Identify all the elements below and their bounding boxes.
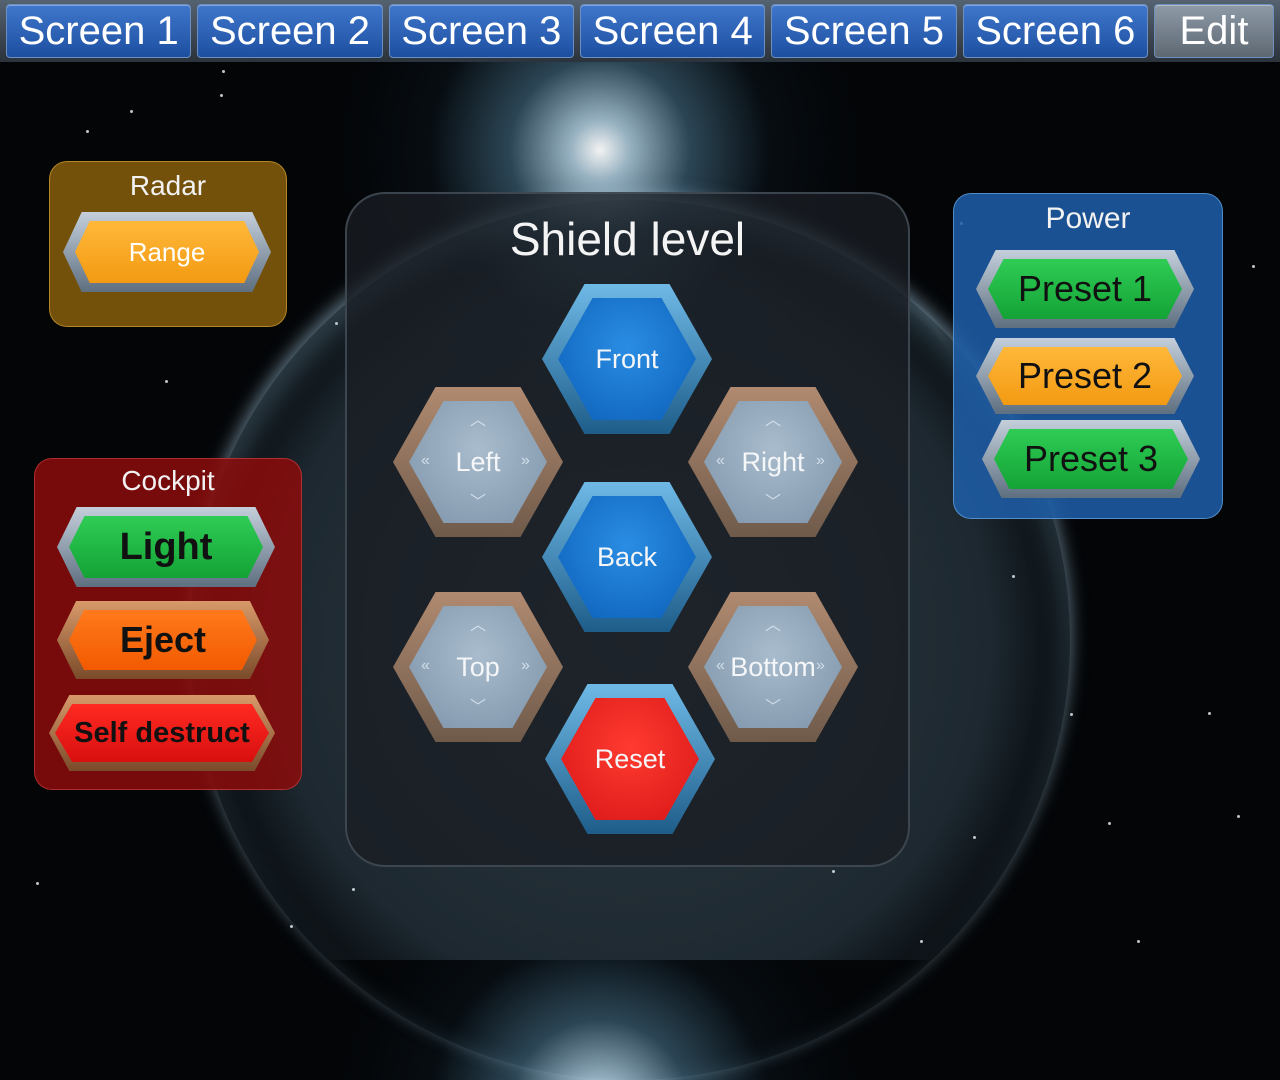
radar-panel: Radar Range	[49, 161, 287, 327]
cockpit-title: Cockpit	[121, 465, 215, 496]
shield-level-panel: Shield level Front Left ︿ ﹀ « » Right ︿ …	[345, 192, 910, 867]
shield-back-button[interactable]: Back	[542, 482, 712, 632]
chevron-left-icon: «	[716, 657, 725, 674]
chevron-up-icon: ︿	[765, 412, 782, 429]
preset-3-button[interactable]: Preset 3	[982, 420, 1200, 498]
shield-right-button[interactable]: Right ︿ ﹀ « »	[688, 387, 858, 537]
shield-title: Shield level	[509, 213, 746, 265]
light-label: Light	[69, 516, 263, 578]
chevron-down-icon: ﹀	[765, 699, 782, 716]
chevron-left-icon: «	[421, 452, 430, 469]
tab-screen-4[interactable]: Screen 4	[579, 4, 766, 58]
chevron-right-icon: »	[816, 452, 825, 469]
shield-left-label: Left	[409, 401, 547, 523]
range-label: Range	[75, 221, 259, 283]
shield-left-button[interactable]: Left ︿ ﹀ « »	[393, 387, 563, 537]
preset-1-label: Preset 1	[988, 259, 1182, 319]
tab-screen-5[interactable]: Screen 5	[771, 4, 957, 58]
eject-button[interactable]: Eject	[57, 601, 269, 679]
tab-screen-2[interactable]: Screen 2	[197, 4, 383, 58]
shield-front-label: Front	[558, 298, 696, 420]
chevron-up-icon: ︿	[765, 617, 782, 634]
self-destruct-button[interactable]: Self destruct	[49, 695, 275, 771]
preset-2-label: Preset 2	[988, 347, 1182, 405]
shield-bottom-button[interactable]: Bottom ︿ ﹀ « »	[688, 592, 858, 742]
cockpit-panel: Cockpit Light Eject Self destruct	[34, 458, 302, 790]
chevron-up-icon: ︿	[470, 617, 487, 634]
eject-label: Eject	[69, 610, 257, 670]
preset-1-button[interactable]: Preset 1	[976, 250, 1194, 328]
chevron-down-icon: ﹀	[470, 699, 487, 716]
tab-screen-3[interactable]: Screen 3	[388, 4, 574, 58]
chevron-down-icon: ﹀	[470, 494, 487, 511]
edit-button[interactable]: Edit	[1153, 4, 1274, 58]
light-button[interactable]: Light	[57, 507, 275, 587]
shield-front-button[interactable]: Front	[542, 284, 712, 434]
shield-right-label: Right	[704, 401, 842, 523]
chevron-right-icon: »	[521, 657, 530, 674]
preset-2-button[interactable]: Preset 2	[976, 338, 1194, 414]
chevron-left-icon: «	[421, 657, 430, 674]
tab-screen-1[interactable]: Screen 1	[6, 4, 192, 58]
self-destruct-label: Self destruct	[55, 704, 269, 762]
chevron-down-icon: ﹀	[765, 494, 782, 511]
chevron-right-icon: »	[521, 452, 530, 469]
power-title: Power	[1045, 202, 1131, 235]
chevron-right-icon: »	[816, 657, 825, 674]
radar-title: Radar	[129, 170, 207, 201]
tab-screen-6[interactable]: Screen 6	[962, 4, 1148, 58]
screen-tab-bar: Screen 1 Screen 2 Screen 3 Screen 4 Scre…	[0, 0, 1280, 62]
chevron-left-icon: «	[716, 452, 725, 469]
chevron-up-icon: ︿	[470, 412, 487, 429]
power-panel: Power Preset 1 Preset 2 Preset 3	[953, 193, 1223, 519]
shield-reset-button[interactable]: Reset	[545, 684, 715, 834]
shield-top-button[interactable]: Top ︿ ﹀ « »	[393, 592, 563, 742]
range-button[interactable]: Range	[63, 212, 271, 292]
preset-3-label: Preset 3	[994, 429, 1188, 489]
